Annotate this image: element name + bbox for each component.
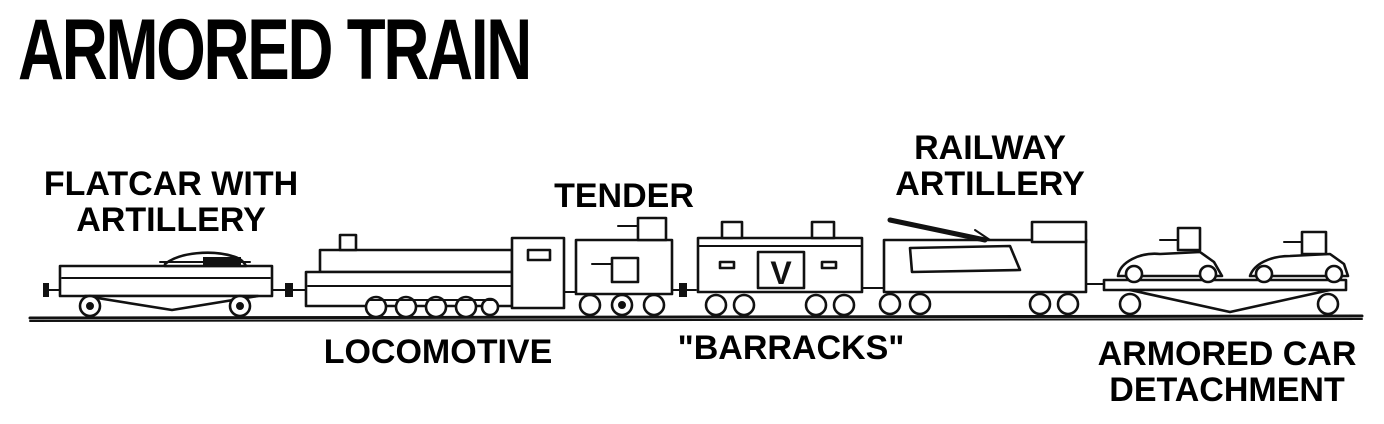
armored-car-detachment [1102,226,1350,316]
railway-artillery-car [878,217,1107,316]
label-flatcar-with-artillery: FLATCAR WITH ARTILLERY [26,166,316,238]
tender [574,216,697,317]
label-railway-artillery-line2: ARTILLERY [895,165,1085,203]
label-railway-artillery-line1: RAILWAY [914,129,1066,167]
label-armored-car-detachment: ARMORED CAR DETACHMENT [1080,336,1374,408]
label-tender: TENDER [554,177,694,215]
label-railway-artillery: RAILWAY ARTILLERY [872,130,1108,202]
barracks-emblem: V [770,255,792,291]
flatcar-with-artillery [43,251,306,318]
label-armored-car-line1: ARMORED CAR [1097,335,1357,373]
label-flatcar-line1: FLATCAR WITH [43,165,299,203]
label-armored-car-line2: DETACHMENT [1109,371,1345,409]
label-barracks: "BARRACKS" [677,329,905,367]
rail-track [28,314,1364,322]
label-flatcar-line2: ARTILLERY [76,201,266,239]
diagram-title: ARMORED TRAIN [18,2,532,98]
label-locomotive: LOCOMOTIVE [323,333,553,371]
barracks-car: V [696,220,885,317]
locomotive [304,233,579,319]
